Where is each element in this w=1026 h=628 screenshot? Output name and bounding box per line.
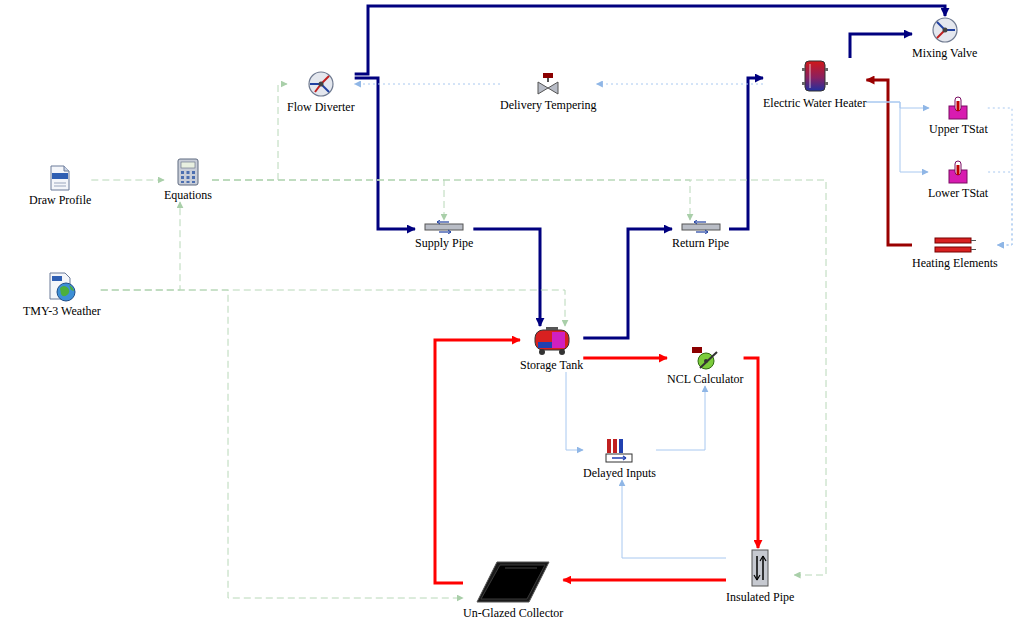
pipe-icon	[682, 220, 720, 234]
solar-loop-pipe	[435, 340, 520, 583]
tank-icon	[532, 326, 572, 356]
diverter-icon	[306, 70, 336, 98]
component-label: Draw Profile	[29, 193, 91, 207]
component-label: Flow Diverter	[287, 100, 355, 114]
control-link	[597, 84, 763, 85]
component-label: Delivery Tempering	[500, 98, 597, 112]
component-label: Upper TStat	[929, 122, 988, 136]
component-label: Delayed Inputs	[583, 466, 656, 480]
insulated-pipe-icon	[752, 550, 768, 586]
file-icon	[51, 166, 69, 190]
component-node: Un-Glazed Collector	[463, 560, 563, 620]
component-label: Supply Pipe	[415, 236, 473, 250]
signal-link	[622, 480, 726, 558]
water-pipe	[729, 78, 763, 229]
component-label: Insulated Pipe	[726, 590, 794, 604]
control-link	[988, 172, 1012, 245]
data-link	[212, 180, 690, 220]
component-label: Electric Water Heater	[763, 96, 866, 110]
thermostat-icon	[949, 97, 967, 119]
weather-icon	[50, 273, 75, 301]
component-label: Lower TStat	[928, 186, 988, 200]
component-node: Insulated Pipe	[726, 548, 794, 604]
signal-link	[866, 102, 928, 172]
element-icon	[933, 236, 977, 254]
valve-icon	[930, 16, 960, 44]
component-node: Storage Tank	[520, 326, 583, 372]
collector-icon	[477, 562, 549, 602]
component-node: Draw Profile	[29, 165, 91, 207]
water-pipe	[850, 34, 912, 58]
diverter-icon	[309, 72, 333, 96]
component-node: Equations	[164, 158, 212, 202]
component-label: TMY-3 Weather	[23, 304, 101, 318]
component-label: Return Pipe	[672, 236, 729, 250]
water-pipe	[473, 229, 540, 326]
component-label: Un-Glazed Collector	[463, 606, 563, 620]
data-link	[212, 180, 826, 575]
component-label: Heating Elements	[912, 256, 998, 270]
component-node: Supply Pipe	[415, 220, 473, 250]
water-pipe	[355, 78, 415, 229]
heater-icon	[801, 58, 829, 94]
component-label: Mixing Valve	[912, 46, 977, 60]
data-link	[212, 84, 287, 180]
water-pipe	[355, 6, 945, 74]
data-link	[101, 290, 565, 326]
data-link	[101, 202, 180, 290]
solar-loop-pipe	[744, 358, 758, 548]
component-node: NCL Calculator	[667, 346, 744, 386]
heater-icon	[802, 61, 828, 91]
thermostat-icon	[947, 96, 969, 120]
component-node: Electric Water Heater	[763, 58, 866, 110]
component-node: Mixing Valve	[912, 16, 977, 60]
component-label: Equations	[164, 188, 212, 202]
insulated-pipe-icon	[749, 548, 771, 588]
control-link	[355, 84, 500, 85]
water-pipe	[583, 229, 672, 338]
component-node: Delivery Tempering	[500, 72, 597, 112]
component-label: NCL Calculator	[667, 372, 744, 386]
pipe-icon	[425, 220, 463, 234]
signal-link	[656, 386, 705, 450]
component-node: Flow Diverter	[287, 70, 355, 114]
component-label: Storage Tank	[520, 358, 583, 372]
collector-icon	[475, 560, 551, 604]
gauge-icon	[692, 347, 717, 369]
valve-icon	[933, 18, 957, 42]
component-node: Upper TStat	[929, 96, 988, 136]
delay-icon	[604, 436, 634, 464]
signal-link	[566, 372, 583, 450]
solar-loop-pipe	[583, 357, 667, 360]
element-icon	[935, 238, 976, 252]
pipe-icon	[676, 220, 726, 234]
solar-loop-pipe	[563, 579, 726, 582]
calculator-icon	[176, 158, 200, 186]
component-node: Heating Elements	[912, 236, 998, 270]
weather-icon	[47, 272, 77, 302]
delay-icon	[606, 439, 632, 462]
control-link	[988, 108, 1012, 245]
component-node: Return Pipe	[672, 220, 729, 250]
component-node: Delayed Inputs	[583, 436, 656, 480]
tempering-icon	[535, 72, 561, 96]
file-icon	[49, 165, 71, 191]
tank-icon	[535, 327, 569, 355]
tempering-icon	[538, 73, 558, 94]
thermostat-icon	[949, 161, 967, 183]
signal-link	[866, 102, 929, 108]
component-node: TMY-3 Weather	[23, 272, 101, 318]
gauge-icon	[690, 346, 720, 370]
thermostat-icon	[947, 160, 969, 184]
calculator-icon	[178, 159, 198, 185]
data-link	[212, 180, 444, 220]
data-link	[91, 180, 164, 181]
pipe-icon	[419, 220, 469, 234]
component-node: Lower TStat	[928, 160, 988, 200]
heat-link	[866, 80, 912, 245]
data-link	[101, 290, 463, 598]
